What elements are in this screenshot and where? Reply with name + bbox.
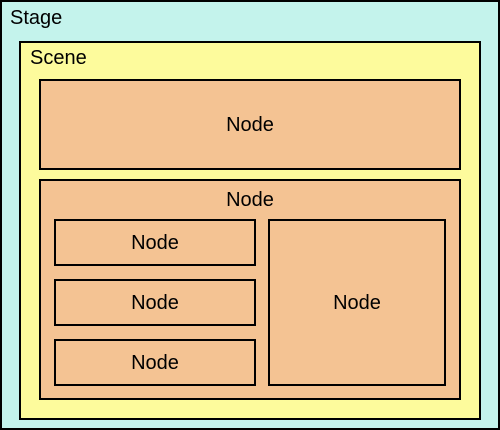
child-node-3: Node xyxy=(54,339,256,386)
scene-label: Scene xyxy=(30,47,87,69)
child-node-2-label: Node xyxy=(131,291,179,314)
node-top: Node xyxy=(39,79,461,170)
child-node-1-label: Node xyxy=(131,231,179,254)
child-node-2: Node xyxy=(54,279,256,326)
stage-label: Stage xyxy=(10,7,63,29)
node-group-label: Node xyxy=(226,189,274,211)
child-node-4-label: Node xyxy=(333,291,381,314)
node-top-label: Node xyxy=(226,113,274,136)
child-node-3-label: Node xyxy=(131,351,179,374)
child-node-1: Node xyxy=(54,219,256,266)
child-node-4: Node xyxy=(268,219,446,386)
